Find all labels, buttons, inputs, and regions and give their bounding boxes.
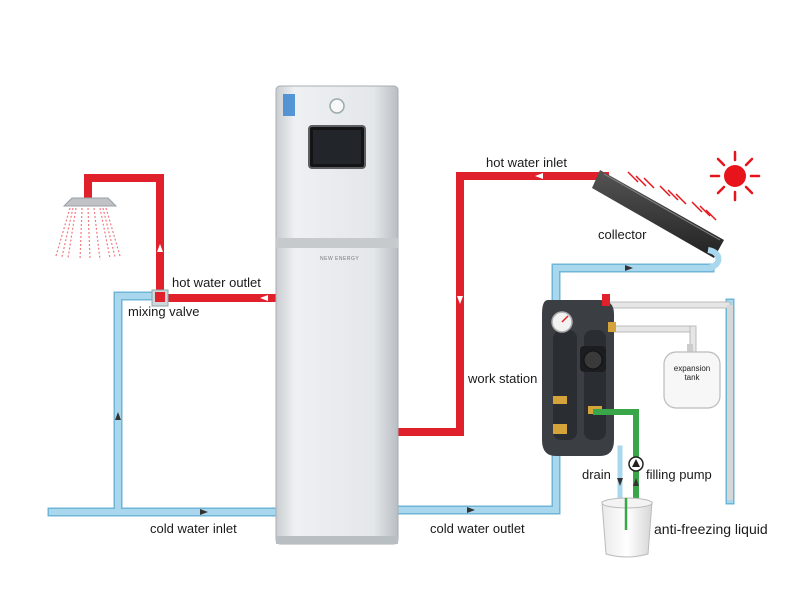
hot-water-outlet-label: hot water outlet (172, 275, 261, 290)
expansion-tank (663, 344, 721, 409)
work-station (542, 294, 733, 500)
filling-pump-label: filling pump (646, 467, 712, 482)
water-heater-unit (275, 85, 399, 545)
shower-head-icon (55, 188, 121, 261)
unit-brand-text: NEW ENERGY (320, 256, 360, 262)
hot-water-inlet-label: hot water inlet (486, 155, 567, 170)
expansion-tank-label: expansion tank (662, 364, 722, 382)
solar-collector (592, 170, 724, 271)
collector-label: collector (598, 227, 647, 242)
cold-water-outlet-label: cold water outlet (430, 521, 525, 536)
sun-icon (709, 150, 761, 202)
drain-label: drain (582, 467, 611, 482)
expansion-tank-label-line1: expansion (673, 364, 711, 373)
pump-icon (628, 456, 644, 472)
mixing-valve (151, 289, 169, 307)
gauge-icon (551, 311, 573, 333)
anti-freezing-liquid-label: anti-freezing liquid (654, 521, 768, 537)
flow-arrow-icon (115, 173, 639, 515)
work-station-label: work station (468, 371, 538, 386)
cold-water-inlet-label: cold water inlet (150, 521, 237, 536)
anti-freezing-liquid-bucket (601, 497, 653, 558)
mixing-valve-label: mixing valve (128, 304, 200, 319)
sun-rays-arrows (627, 171, 717, 221)
expansion-tank-label-line2: tank (684, 373, 700, 383)
